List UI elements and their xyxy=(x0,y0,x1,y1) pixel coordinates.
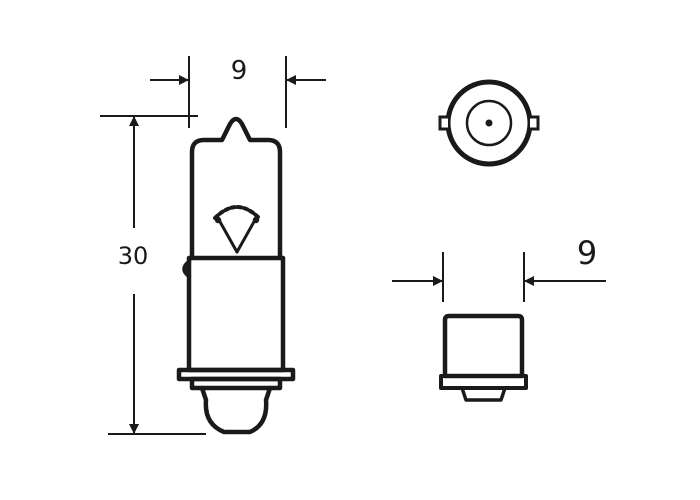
side-width-label: 9 xyxy=(231,56,248,86)
base-body xyxy=(442,313,525,379)
bulb-side-view xyxy=(176,116,296,435)
base-dimension xyxy=(392,252,606,302)
height-dimension xyxy=(100,115,206,435)
base-width-label: 9 xyxy=(577,234,597,272)
height-label: 30 xyxy=(118,242,149,270)
base-flange xyxy=(439,374,528,390)
center-contact xyxy=(485,119,493,127)
pin-right xyxy=(530,115,540,131)
cap-base xyxy=(189,376,283,391)
pin-left xyxy=(438,115,448,131)
glass-envelope xyxy=(189,116,283,261)
contact-dome xyxy=(199,385,273,435)
metal-cap xyxy=(186,255,286,373)
bayonet-pin xyxy=(182,259,192,279)
bulb-base-view xyxy=(439,313,528,402)
filament xyxy=(213,205,261,254)
bulb-top-view xyxy=(438,79,540,167)
base-contact xyxy=(460,387,507,402)
inner-ring xyxy=(465,99,513,147)
